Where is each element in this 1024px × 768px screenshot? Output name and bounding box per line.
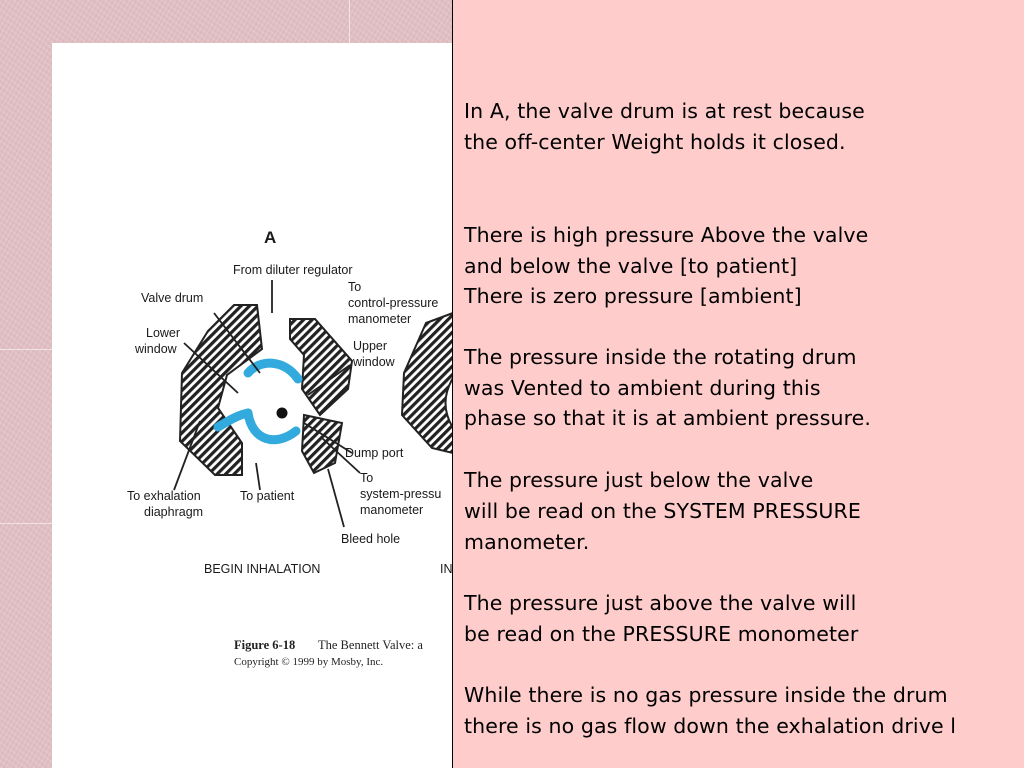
- note-line: was Vented to ambient during this: [464, 376, 821, 400]
- label-dump-port: Dump port: [345, 446, 404, 460]
- label-system-pressure: system-pressu: [360, 487, 441, 501]
- drum-tube-upper: [243, 358, 303, 384]
- label-lower: Lower: [146, 326, 180, 340]
- next-valve-opening: [444, 377, 453, 429]
- note-line: There is high pressure Above the valve: [464, 223, 869, 247]
- note-line: the off-center Weight holds it closed.: [464, 130, 846, 154]
- off-center-weight: [276, 407, 288, 419]
- note-line: be read on the PRESSURE monometer: [464, 622, 859, 646]
- figure-number: Figure 6-18: [234, 638, 295, 652]
- label-valve-drum: Valve drum: [141, 291, 203, 305]
- label-bleed-hole: Bleed hole: [341, 532, 400, 546]
- note-line: The pressure just below the valve: [464, 468, 814, 492]
- panel-letter: A: [264, 228, 276, 247]
- label-to-patient: To patient: [240, 489, 295, 503]
- note-line: There is zero pressure [ambient]: [464, 284, 802, 308]
- next-valve-body: [400, 311, 453, 455]
- note-line: manometer.: [464, 530, 590, 554]
- notes-panel: In A, the valve drum is at rest because …: [452, 0, 1024, 768]
- note-line: The pressure just above the valve will: [464, 591, 857, 615]
- lower-valve-wedge: [300, 413, 344, 475]
- note-line: will be read on the SYSTEM PRESSURE: [464, 499, 861, 523]
- upper-valve-body: [289, 318, 354, 417]
- bennett-valve-diagram: A From diluter regulator Valve: [127, 228, 453, 668]
- note-line: phase so that it is at ambient pressure.: [464, 406, 871, 430]
- figure-copyright: Copyright © 1999 by Mosby, Inc.: [234, 656, 383, 668]
- label-from-diluter: From diluter regulator: [233, 263, 353, 277]
- label-to-control: To: [348, 280, 361, 294]
- label-manometer-2: manometer: [360, 503, 423, 517]
- note-line: and below the valve [to patient]: [464, 254, 798, 278]
- label-upper: Upper: [353, 339, 387, 353]
- figure-title: The Bennett Valve: a: [318, 638, 423, 652]
- caption-begin-inhalation: BEGIN INHALATION: [204, 562, 320, 576]
- drum-tube-bottom: [243, 408, 301, 445]
- label-upper-window: window: [352, 355, 396, 369]
- label-diaphragm: diaphragm: [144, 505, 203, 519]
- left-valve-body: [178, 304, 264, 476]
- label-lower-window: window: [134, 342, 178, 356]
- note-line: The pressure inside the rotating drum: [464, 345, 857, 369]
- label-manometer: manometer: [348, 312, 411, 326]
- note-line: While there is no gas pressure inside th…: [464, 683, 948, 707]
- label-control-pressure: control-pressure: [348, 296, 438, 310]
- label-to-system: To: [360, 471, 373, 485]
- valve-figure: A From diluter regulator Valve: [52, 43, 453, 768]
- label-to-exhalation: To exhalation: [127, 489, 201, 503]
- caption-next: IN: [440, 562, 453, 576]
- note-line: In A, the valve drum is at rest because: [464, 99, 865, 123]
- note-line: there is no gas flow down the exhalation…: [464, 714, 957, 738]
